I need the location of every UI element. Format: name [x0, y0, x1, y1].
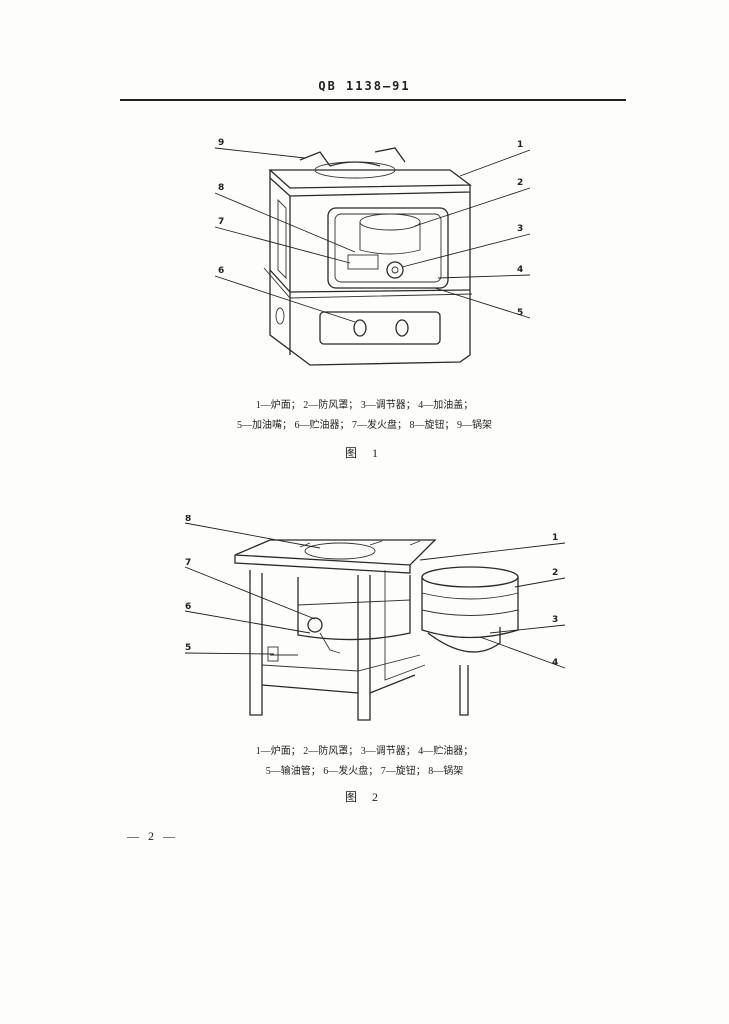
- fig1-callout-6: 6: [218, 266, 224, 276]
- figure-1-caption: 图 1: [344, 446, 384, 460]
- figure-2-legend-line-1: 1—炉面； 2—防风罩； 3—调节器； 4—贮油器；: [255, 746, 474, 757]
- fig1-callout-3: 3: [517, 224, 523, 234]
- stove-illustration-1: 9 8 7 6 1 2 3 4 5: [214, 138, 531, 366]
- fig2-callout-8: 8: [185, 515, 191, 524]
- figure-2-legend-line-2: 5—输油管； 6—发火盘； 7—旋钮； 8—锅架: [265, 766, 464, 777]
- figure-2-legend: 1—炉面； 2—防风罩； 3—调节器； 4—贮油器； 5—输油管； 6—发火盘；…: [0, 742, 729, 782]
- fig2-callout-7: 7: [185, 558, 191, 568]
- fig1-callout-9: 9: [218, 138, 224, 148]
- figure-2-drawing: 8 7 6 5 1 2 3 4: [170, 515, 580, 730]
- fig2-callout-1: 1: [552, 533, 558, 543]
- fig1-callout-2: 2: [517, 178, 523, 188]
- fig2-callout-6: 6: [185, 602, 191, 612]
- fig1-callout-5: 5: [517, 308, 523, 318]
- fig1-callout-4: 4: [517, 265, 523, 275]
- fig1-callout-7: 7: [218, 217, 224, 227]
- fig1-callout-8: 8: [218, 183, 224, 193]
- fig2-callout-4: 4: [552, 658, 558, 668]
- fig1-callout-1: 1: [517, 140, 523, 150]
- figure-1-drawing: 9 8 7 6 1 2 3 4 5: [180, 130, 560, 380]
- header-rule: [120, 99, 626, 101]
- stove-illustration-2: 8 7 6 5 1 2 3 4: [184, 515, 566, 721]
- figure-1-legend-line-2: 5—加油嘴； 6—贮油器； 7—发火盘； 8—旋钮； 9—锅架: [237, 420, 492, 431]
- figure-1-legend-line-1: 1—炉面； 2—防风罩； 3—调节器； 4—加油盖；: [255, 400, 474, 411]
- fig2-callout-2: 2: [552, 568, 558, 578]
- standard-code: QB 1138—91: [318, 79, 411, 93]
- figure-2-caption: 图 2: [344, 790, 384, 804]
- fig2-callout-5: 5: [185, 643, 191, 653]
- figure-1-legend: 1—炉面； 2—防风罩； 3—调节器； 4—加油盖； 5—加油嘴； 6—贮油器；…: [0, 396, 729, 436]
- fig2-callout-3: 3: [552, 615, 558, 625]
- page-number: — 2 —: [127, 829, 178, 843]
